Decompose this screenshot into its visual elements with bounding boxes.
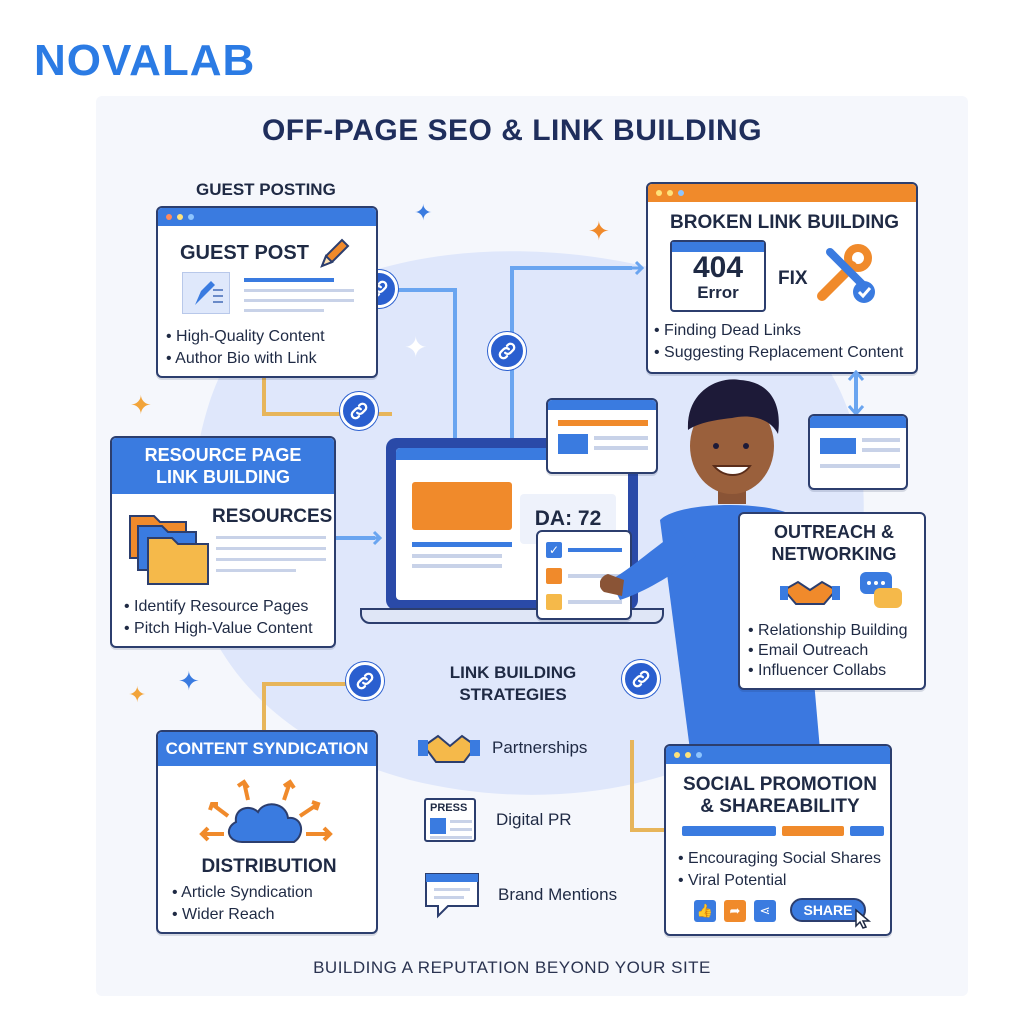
bullet: • Relationship Building: [748, 622, 908, 639]
arrow-icon: [624, 258, 646, 283]
header-line: RESOURCE PAGE: [144, 445, 302, 465]
strategy-label: Brand Mentions: [498, 885, 618, 904]
connector-line: [630, 740, 634, 830]
resource-header: RESOURCE PAGE LINK BUILDING: [112, 438, 334, 494]
page-title: OFF-PAGE SEO & LINK BUILDING: [261, 114, 763, 147]
bullet: • Suggesting Replacement Content: [654, 344, 904, 361]
handshake-icon: [418, 734, 480, 763]
bullet: • Pitch High-Value Content: [124, 620, 313, 637]
window-bar: [810, 416, 906, 428]
window-bar: [648, 184, 916, 202]
header-line: LINK BUILDING: [156, 467, 290, 487]
share-icon[interactable]: ⋖: [754, 900, 776, 922]
strategy-label: Digital PR: [496, 810, 572, 829]
strategy-item: PRESS Digital PR: [424, 798, 572, 842]
connector-line: [335, 536, 375, 540]
content-syndication-card: CONTENT SYNDICATION DISTRIBUTION • Artic…: [156, 730, 378, 934]
guest-posting-label: GUEST POSTING: [196, 180, 336, 199]
fix-label: FIX: [778, 268, 808, 289]
bullet: • Finding Dead Links: [654, 322, 802, 339]
sparkle-icon: ✦: [178, 666, 200, 696]
window-bar: [548, 400, 656, 410]
bullet: • Influencer Collabs: [748, 662, 887, 679]
window-bar: [158, 208, 376, 226]
brand-logo: NOVALAB: [34, 36, 256, 85]
chain-link-icon: [340, 392, 378, 430]
strategy-item: Brand Mentions: [424, 870, 617, 920]
check-icon: ✓: [546, 542, 562, 558]
syndication-header: CONTENT SYNDICATION: [158, 732, 376, 766]
error-text: Error: [697, 283, 739, 302]
connector-line: [510, 266, 632, 270]
connector-line: [262, 682, 352, 686]
guest-post-card: GUEST POST • High-Quality Content • Auth…: [156, 206, 378, 378]
social-title-line: & SHAREABILITY: [700, 796, 860, 817]
connector-line: [262, 682, 266, 730]
strategy-label: Partnerships: [492, 738, 588, 757]
resources-title: RESOURCES: [212, 506, 333, 527]
bullet: • Article Syndication: [172, 884, 313, 901]
speech-bubble-icon: [858, 570, 906, 619]
progress-bars: [682, 826, 884, 836]
arrow-icon: [362, 527, 384, 554]
cloud-icon: [188, 776, 348, 861]
sparkle-icon: ✦: [128, 682, 147, 707]
sparkle-icon: ✦: [588, 216, 610, 246]
share-button[interactable]: SHARE: [790, 898, 866, 922]
window-bar: [666, 746, 890, 764]
speech-bubble-icon: [425, 873, 479, 919]
bullet: • Identify Resource Pages: [124, 598, 309, 615]
bullet: • High-Quality Content: [166, 328, 325, 345]
error-box: 404 Error: [670, 240, 766, 312]
connector-line: [262, 376, 266, 416]
chat-popup: [546, 398, 658, 474]
text-lines: [216, 536, 326, 572]
connector-line: [262, 412, 392, 416]
folder-icon: [126, 508, 212, 593]
bullet: • Author Bio with Link: [166, 350, 317, 367]
strategies-title-line: STRATEGIES: [459, 685, 567, 704]
social-title-line: SOCIAL PROMOTION: [683, 774, 877, 795]
bullet: • Email Outreach: [748, 642, 869, 659]
strategy-item: Partnerships: [418, 726, 587, 770]
broken-link-card: BROKEN LINK BUILDING 404 Error FIX • Fin…: [646, 182, 918, 374]
mini-browser: [808, 414, 908, 490]
broken-link-title: BROKEN LINK BUILDING: [670, 212, 900, 233]
chain-link-icon: [346, 662, 384, 700]
press-icon: PRESS: [424, 798, 476, 842]
chain-link-icon: [622, 660, 660, 698]
checklist-card: ✓: [536, 530, 632, 620]
chain-link-icon: [488, 332, 526, 370]
bullet: • Encouraging Social Shares: [678, 850, 882, 867]
distribution-title: DISTRIBUTION: [201, 856, 337, 877]
bullet: • Viral Potential: [678, 872, 787, 889]
sparkle-icon: ✦: [130, 390, 152, 420]
like-icon[interactable]: 👍: [694, 900, 716, 922]
error-code: 404: [692, 251, 744, 284]
strategies-title: LINK BUILDING STRATEGIES: [430, 662, 596, 706]
press-label: PRESS: [430, 802, 468, 814]
outreach-card: OUTREACH & NETWORKING • Relationship Bui…: [738, 512, 926, 690]
outreach-title-line: OUTREACH &: [774, 522, 894, 542]
resource-page-card: RESOURCE PAGE LINK BUILDING RESOURCES • …: [110, 436, 336, 648]
sparkle-icon: ✦: [404, 332, 428, 363]
social-promotion-card: SOCIAL PROMOTION & SHAREABILITY • Encour…: [664, 744, 892, 936]
wrench-icon: [810, 238, 880, 313]
cursor-icon: [854, 908, 872, 934]
footer-tagline: BUILDING A REPUTATION BEYOND YOUR SITE: [313, 958, 711, 977]
connector-line: [630, 828, 670, 832]
document-icon: [182, 272, 230, 314]
strategies-title-line: LINK BUILDING: [449, 663, 577, 682]
connector-line: [453, 288, 457, 438]
guest-post-title: GUEST POST: [180, 242, 309, 264]
outreach-title-line: NETWORKING: [771, 544, 897, 564]
handshake-icon: [780, 572, 840, 617]
forward-icon[interactable]: ➦: [724, 900, 746, 922]
bullet: • Wider Reach: [172, 906, 275, 923]
connector-line: [377, 288, 457, 292]
pencil-icon: [314, 234, 354, 279]
sparkle-icon: ✦: [414, 200, 433, 225]
text-lines: [244, 278, 354, 312]
